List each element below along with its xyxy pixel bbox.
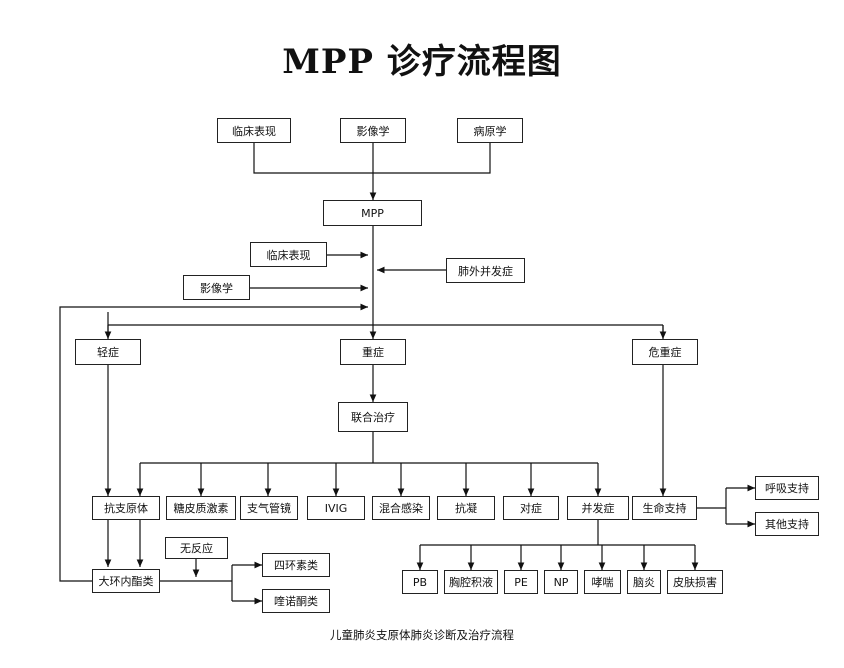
node-pe: PE bbox=[504, 570, 538, 594]
node-imaging-top: 影像学 bbox=[340, 118, 406, 143]
node-clinical-top: 临床表现 bbox=[217, 118, 291, 143]
node-critical: 危重症 bbox=[632, 339, 698, 365]
node-other-support: 其他支持 bbox=[755, 512, 819, 536]
page-title: MPP 诊疗流程图 bbox=[282, 42, 562, 82]
node-life-support: 生命支持 bbox=[632, 496, 697, 520]
node-no-response: 无反应 bbox=[165, 537, 228, 559]
node-skin-damage: 皮肤损害 bbox=[667, 570, 723, 594]
node-combined-therapy: 联合治疗 bbox=[338, 402, 408, 432]
node-np: NP bbox=[544, 570, 578, 594]
node-mild: 轻症 bbox=[75, 339, 141, 365]
node-ivig: IVIG bbox=[307, 496, 365, 520]
node-pb: PB bbox=[402, 570, 438, 594]
node-severe: 重症 bbox=[340, 339, 406, 365]
node-tetracyclines: 四环素类 bbox=[262, 553, 330, 577]
node-encephalitis: 脑炎 bbox=[627, 570, 661, 594]
node-wheezing: 哮喘 bbox=[584, 570, 621, 594]
connector-feedback-loop bbox=[59, 303, 368, 582]
node-macrolides: 大环内酯类 bbox=[92, 569, 160, 593]
node-mpp: MPP bbox=[323, 200, 422, 226]
node-anticoagulation: 抗凝 bbox=[437, 496, 495, 520]
node-respiratory-support: 呼吸支持 bbox=[755, 476, 819, 500]
node-glucocorticoid: 糖皮质激素 bbox=[166, 496, 236, 520]
node-antimycoplasma: 抗支原体 bbox=[92, 496, 160, 520]
node-pathogen: 病原学 bbox=[457, 118, 523, 143]
connector-life-support-split bbox=[697, 488, 727, 524]
connector-severity-split bbox=[107, 312, 664, 338]
node-clinical-mid: 临床表现 bbox=[250, 242, 327, 267]
node-quinolones: 喹诺酮类 bbox=[262, 589, 330, 613]
node-mixed-infection: 混合感染 bbox=[372, 496, 430, 520]
node-pleural-effusion: 胸腔积液 bbox=[444, 570, 498, 594]
node-complications: 并发症 bbox=[567, 496, 629, 520]
node-extrapulmonary: 肺外并发症 bbox=[446, 258, 525, 283]
connector-macro-alternatives bbox=[160, 565, 233, 601]
node-imaging-mid: 影像学 bbox=[183, 275, 250, 300]
node-symptomatic: 对症 bbox=[503, 496, 559, 520]
connector-inputs-merge bbox=[253, 143, 491, 174]
connector-complications-bus bbox=[420, 520, 695, 546]
diagram-caption: 儿童肺炎支原体肺炎诊断及治疗流程 bbox=[330, 628, 514, 642]
node-bronchoscopy: 支气管镜 bbox=[240, 496, 298, 520]
connector-therapy-bus bbox=[140, 432, 598, 464]
